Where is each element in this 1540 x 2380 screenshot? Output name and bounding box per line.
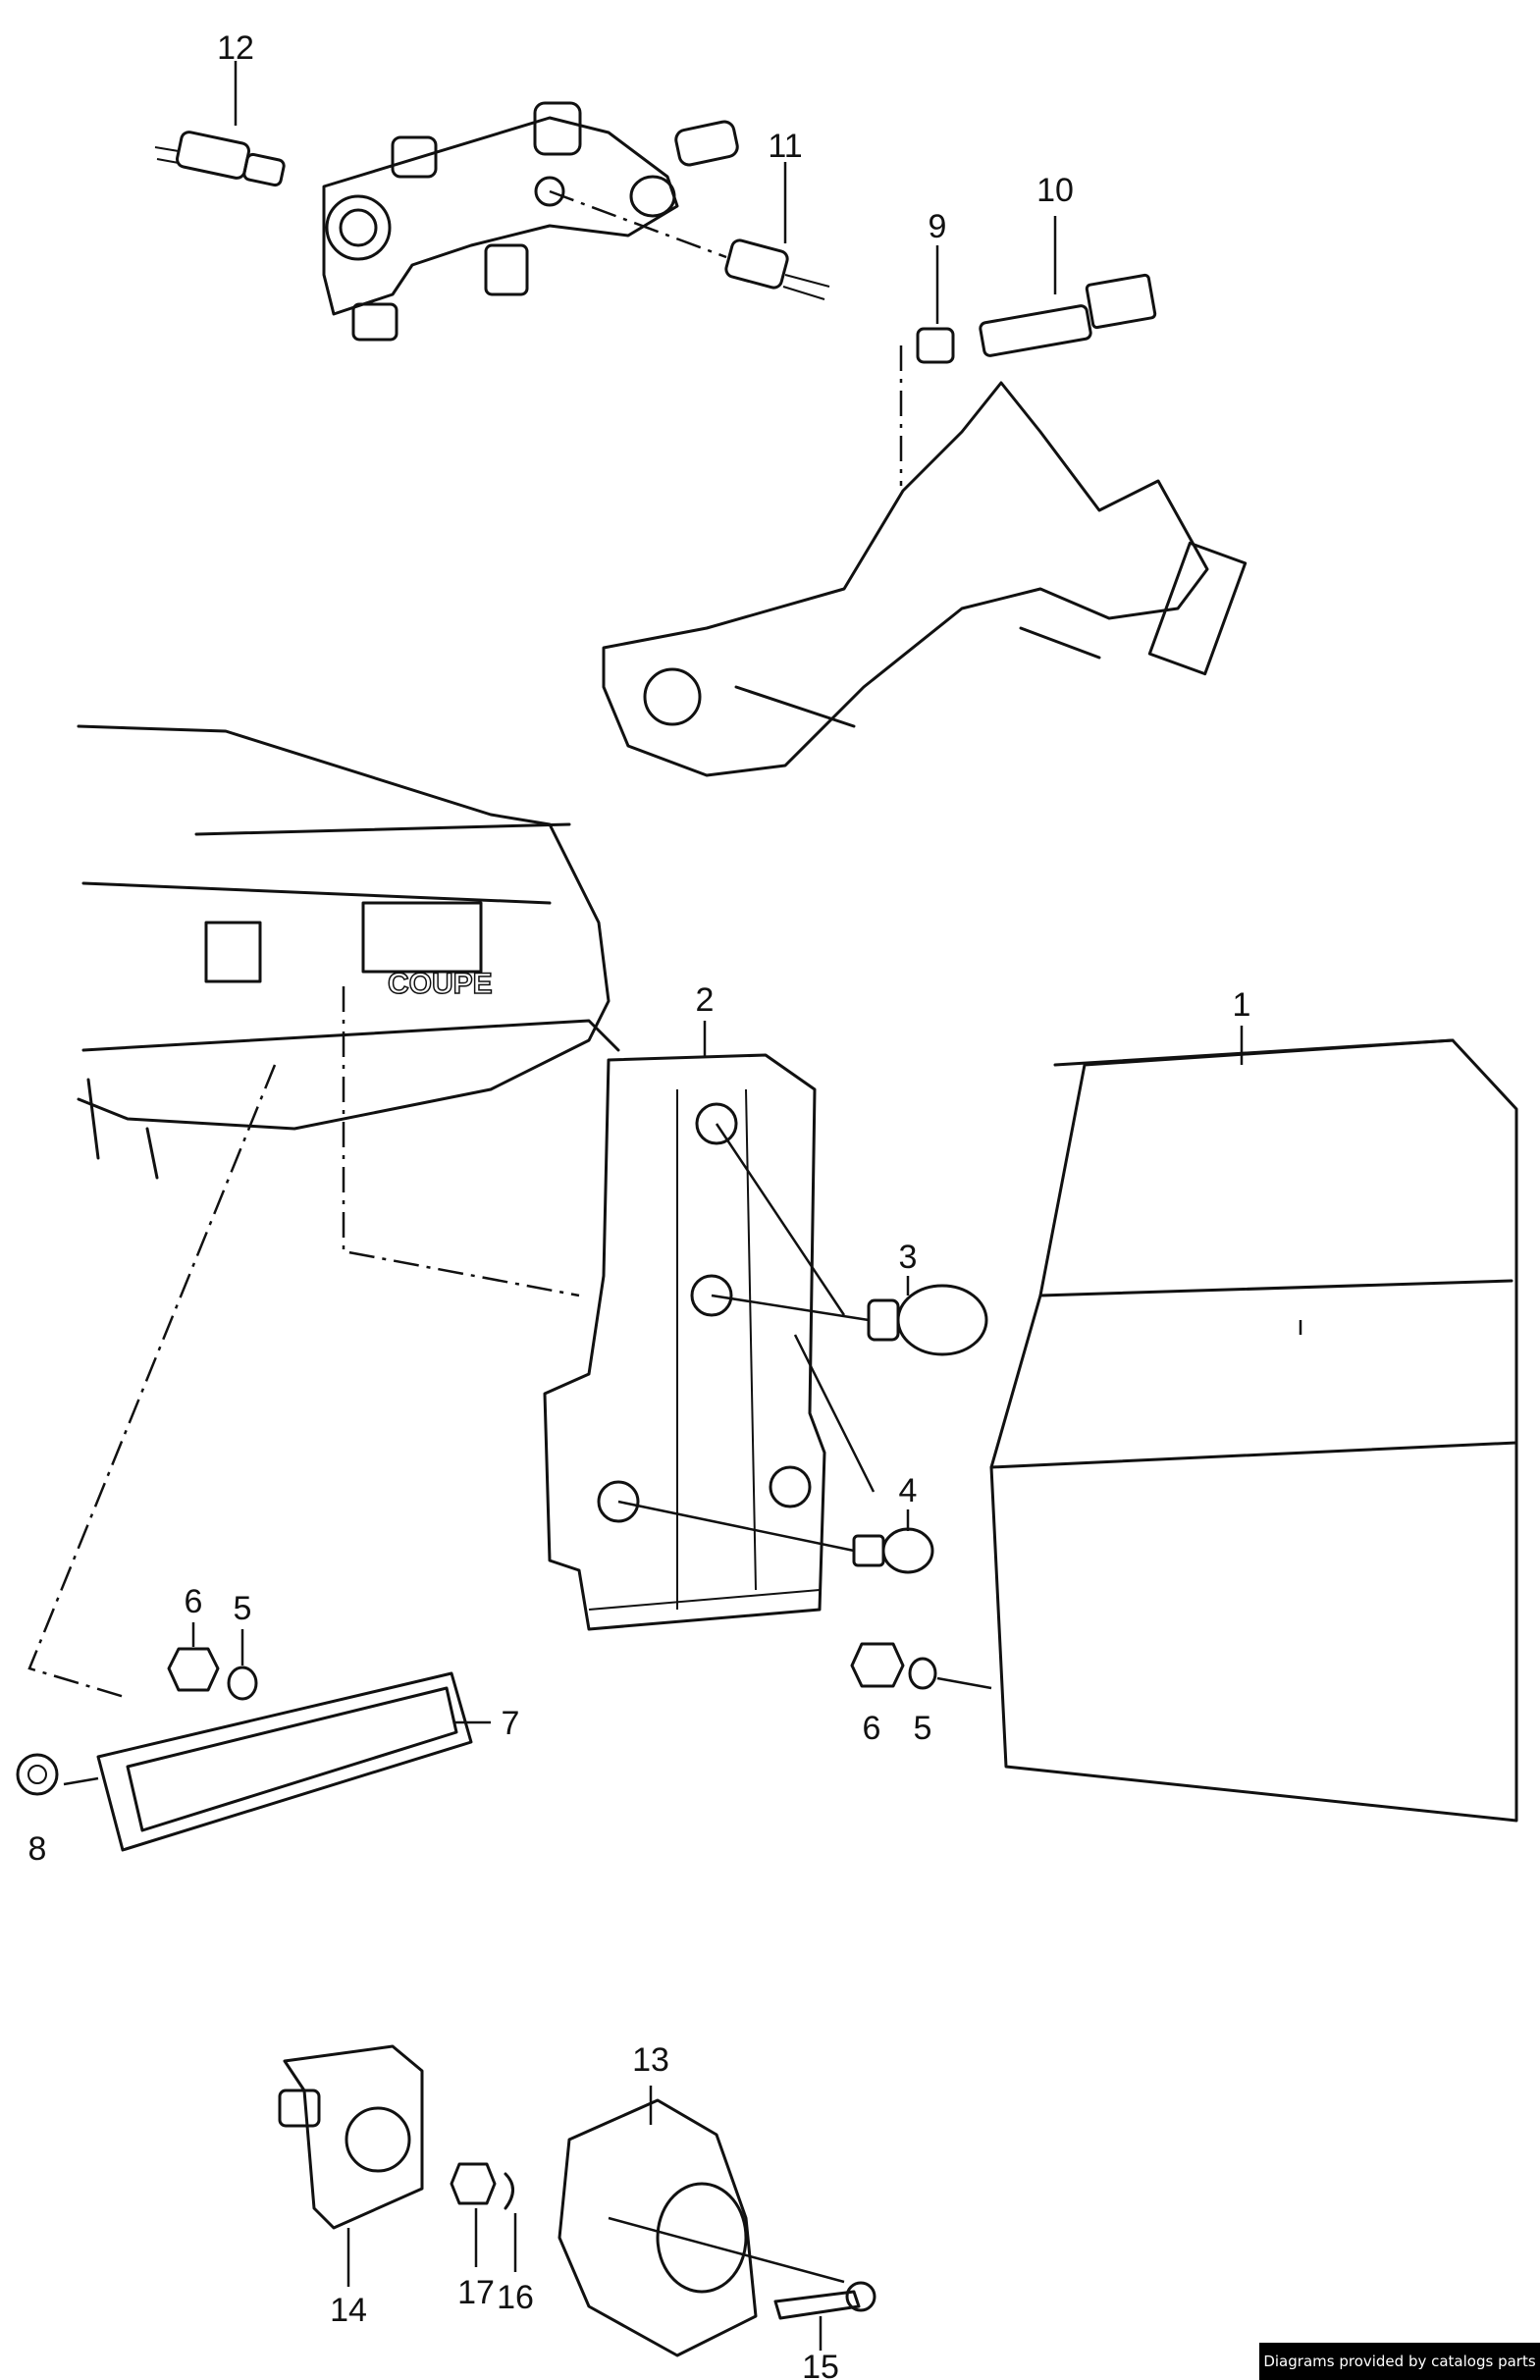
pressure-switch-12 <box>154 131 286 187</box>
pressure-switch-11 <box>724 238 830 300</box>
pedal-bracket <box>602 381 1248 777</box>
leader-11 <box>549 189 727 259</box>
reflector-7 <box>96 1671 473 1852</box>
callout-5-right: 5 <box>914 1710 932 1747</box>
leader-car-to-2 <box>342 986 580 1297</box>
callout-11: 11 <box>768 128 802 165</box>
callout-17: 17 <box>457 2274 495 2311</box>
leader-5-right <box>936 1676 992 1690</box>
nut-6-left <box>167 1647 220 1692</box>
callout-14: 14 <box>330 2292 367 2329</box>
clip-8 <box>16 1753 59 1796</box>
callout-12: 12 <box>217 29 254 67</box>
leader-3 <box>711 1294 870 1322</box>
bulb-4 <box>852 1527 934 1574</box>
callout-2: 2 <box>696 981 715 1019</box>
bulb-3 <box>867 1284 988 1356</box>
callout-5-left: 5 <box>234 1590 252 1627</box>
leader-car-to-7 <box>27 1064 277 1700</box>
nut-6-right <box>850 1642 905 1688</box>
credit-footer: Diagrams provided by catalogs parts <box>1259 2343 1540 2380</box>
callout-1: 1 <box>1233 986 1251 1024</box>
callout-labels: 1 2 3 4 6 5 7 8 6 5 9 10 11 12 13 14 15 … <box>28 29 1251 2380</box>
brake-master-cylinder <box>322 101 739 342</box>
car-rear-view: COUPE <box>77 724 620 1180</box>
nut-17 <box>450 2162 497 2205</box>
callout-8: 8 <box>28 1830 47 1868</box>
callout-3: 3 <box>899 1239 918 1276</box>
taillight-lens-1 <box>989 1038 1518 1823</box>
callout-10: 10 <box>1036 172 1074 209</box>
bulb-holder-2 <box>543 1053 826 1631</box>
leader-bulb-contact-a <box>715 1123 846 1316</box>
callout-6-left: 6 <box>185 1583 203 1620</box>
leader-4 <box>617 1500 855 1553</box>
lamp-housing-14 <box>278 2044 424 2230</box>
washer-5-right <box>908 1657 937 1690</box>
callout-4: 4 <box>899 1472 918 1509</box>
callout-7: 7 <box>502 1705 520 1742</box>
callout-13: 13 <box>632 2041 669 2079</box>
leader-13-axis <box>608 2216 845 2284</box>
screw-15 <box>773 2281 876 2320</box>
callout-9: 9 <box>929 208 947 245</box>
lamp-housing-13 <box>558 2098 758 2357</box>
brake-light-switch-10 <box>979 273 1157 357</box>
washer-16 <box>504 2172 514 2210</box>
callout-15: 15 <box>802 2349 839 2380</box>
washer-5-left <box>227 1666 258 1701</box>
car-badge: COUPE <box>388 968 493 1000</box>
callout-16: 16 <box>497 2279 534 2316</box>
callout-leaders <box>63 61 1302 2351</box>
callout-6-right: 6 <box>863 1710 881 1747</box>
leader-bulb-contact-b <box>793 1334 876 1493</box>
bushing-9 <box>916 327 955 364</box>
